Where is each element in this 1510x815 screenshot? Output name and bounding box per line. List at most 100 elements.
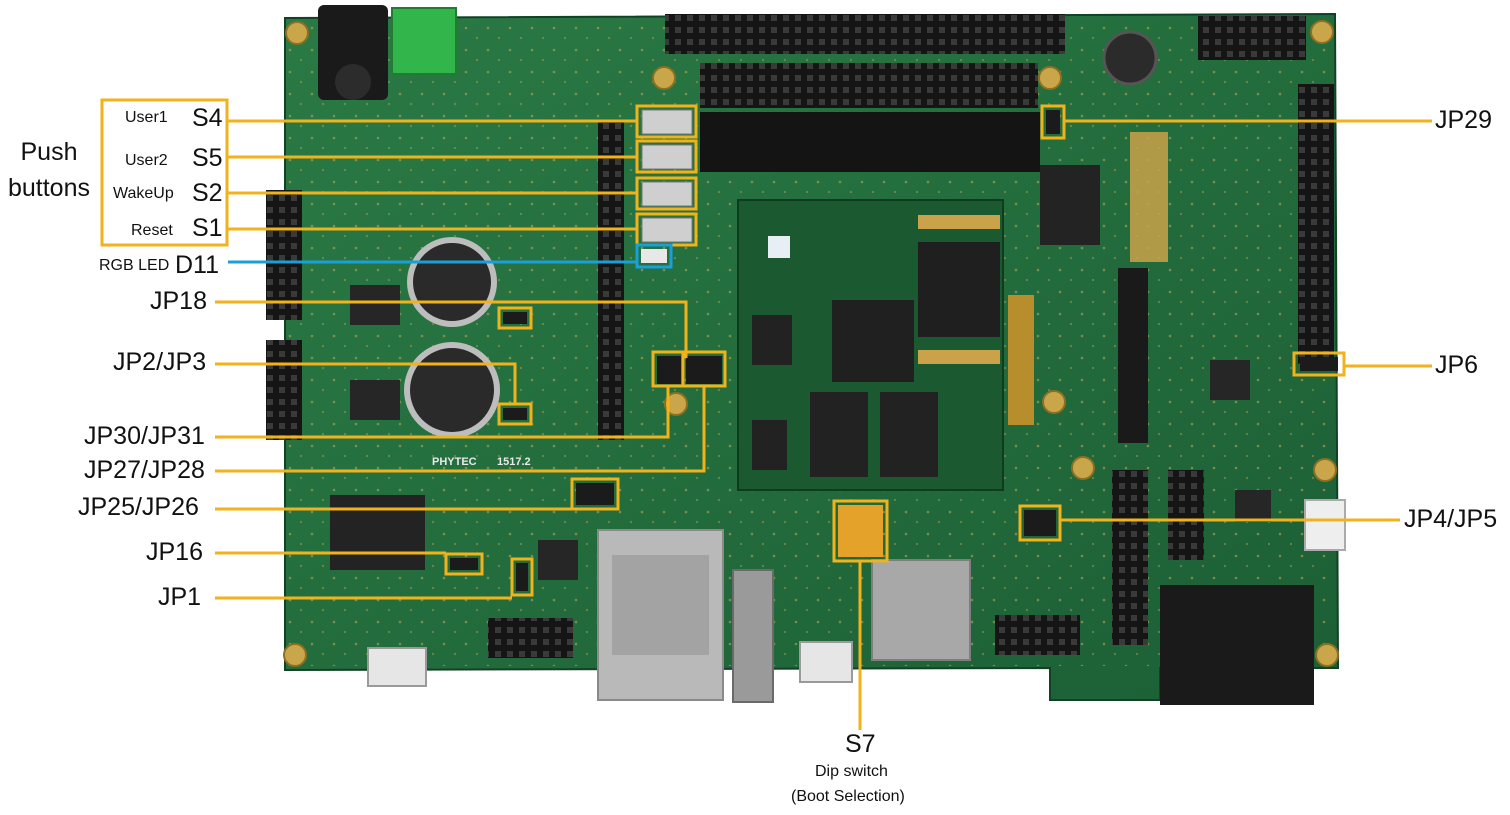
- header-x35: [995, 615, 1080, 655]
- som-cpu: [832, 300, 914, 382]
- som-pmic: [918, 242, 1000, 337]
- board-button-s1: [641, 217, 693, 243]
- som-chip: [752, 420, 787, 470]
- dip-desc-line1: Dip switch: [815, 763, 888, 780]
- micro-usb-debug: [367, 647, 427, 687]
- button-name-reset: Reset: [131, 222, 173, 239]
- audio-jack: [1262, 585, 1314, 705]
- header-x7: [700, 63, 1038, 108]
- button-ref-s4: S4: [192, 104, 223, 132]
- jumper-jp25-jp26: [576, 483, 614, 505]
- callout-box-jp6: [1292, 351, 1346, 377]
- push-buttons-label-line2: buttons: [7, 174, 90, 202]
- mounting-hole: [1310, 20, 1334, 44]
- ethernet-jack-face: [612, 555, 709, 655]
- leader-jp18: [215, 300, 688, 358]
- jumper-jp1: [516, 563, 528, 591]
- jumper-label-jp30-jp31: JP30/JP31: [84, 422, 205, 450]
- jumper-jp30-jp31: [657, 356, 681, 384]
- button-ref-s5: S5: [192, 144, 223, 172]
- jumper-jp29: [1046, 110, 1060, 134]
- power-jack-hole: [335, 64, 371, 100]
- header-x17: [700, 112, 1040, 172]
- mounting-hole: [1038, 66, 1062, 90]
- terminal-block: [391, 7, 457, 75]
- fpc-connector: [1130, 132, 1168, 262]
- ic: [1235, 490, 1271, 522]
- jumper-label-jp16: JP16: [146, 538, 203, 566]
- connector-x41: [1118, 268, 1148, 443]
- ic: [538, 540, 578, 580]
- jumper-jp6: [1300, 357, 1338, 371]
- led-ref: D11: [175, 251, 220, 279]
- led-name: RGB LED: [99, 257, 170, 274]
- button-ref-s1: S1: [192, 214, 223, 242]
- mounting-hole: [1042, 390, 1066, 414]
- led-d11: [641, 249, 667, 263]
- callouts: [100, 98, 1432, 730]
- board-button-s5: [641, 144, 693, 170]
- jumper-label-jp29: JP29: [1435, 106, 1492, 134]
- button-name-user2: User2: [125, 152, 168, 169]
- mounting-hole: [1071, 456, 1095, 480]
- jumper-label-jp25-jp26: JP25/JP26: [78, 493, 199, 521]
- ic: [1210, 360, 1250, 400]
- push-buttons-label: Push buttons: [0, 134, 98, 206]
- ic: [350, 285, 400, 325]
- button-name-wakeup: WakeUp: [113, 185, 174, 202]
- callout-box-jp16: [444, 552, 484, 576]
- button-name-user1: User1: [125, 109, 168, 126]
- dip-switch-body: [838, 505, 883, 557]
- jumper-jp4-jp5: [1024, 510, 1056, 536]
- inductor: [404, 342, 500, 438]
- jumper-label-jp2-jp3: JP2/JP3: [113, 348, 207, 376]
- callout-box-d11: [635, 243, 673, 269]
- board-brand: PHYTEC: [432, 456, 477, 468]
- header-d16: [266, 340, 302, 440]
- ic-u2: [1040, 165, 1100, 245]
- mounting-hole: [285, 21, 309, 45]
- connector-x5: [1304, 499, 1346, 551]
- som-connector: [918, 215, 1000, 229]
- header-x23: [1008, 295, 1034, 425]
- power-jack: [318, 5, 388, 100]
- jumper-jp2-jp3: [503, 408, 527, 420]
- callout-box-jp4-jp5: [1018, 504, 1062, 542]
- dip-ref-s7: S7: [845, 730, 876, 758]
- leader-jp27-jp28: [215, 386, 706, 473]
- audio-jack: [1212, 585, 1264, 705]
- mounting-hole: [283, 643, 307, 667]
- som-label-sticker: [768, 236, 790, 258]
- mounting-hole: [1313, 458, 1337, 482]
- inductor: [407, 237, 497, 327]
- som-connector: [918, 350, 1000, 364]
- jumper-label-jp18: JP18: [150, 287, 207, 315]
- pcb: PHYTEC 1517.2: [266, 5, 1346, 705]
- som-ram: [880, 392, 938, 477]
- jumper-label-jp1: JP1: [158, 583, 202, 611]
- header-x25: [1298, 84, 1334, 364]
- inductor-l4: [1102, 30, 1158, 86]
- micro-usb-otg: [799, 641, 853, 683]
- jumper-jp27-jp28: [686, 356, 722, 384]
- board-number: 1517.2: [497, 456, 531, 468]
- audio-jack: [1160, 585, 1212, 705]
- mounting-hole: [652, 66, 676, 90]
- callout-box-jp1: [510, 557, 534, 597]
- callout-box-jp25-jp26: [570, 477, 620, 511]
- header-x5vin: [266, 190, 302, 320]
- header-x26: [1168, 470, 1204, 560]
- ic: [350, 380, 400, 420]
- mounting-hole: [1315, 643, 1339, 667]
- push-buttons-label-line1: Push: [20, 138, 78, 166]
- leader-jp2-jp3: [215, 362, 517, 404]
- jumper-label-jp27-jp28: JP27/JP28: [84, 456, 205, 484]
- jumper-jp16: [450, 558, 478, 570]
- dip-desc-line2: (Boot Selection): [791, 788, 905, 805]
- led-callout: [228, 243, 673, 269]
- push-button-group-box: [100, 98, 229, 247]
- mounting-hole: [664, 392, 688, 416]
- usb-host: [732, 569, 774, 703]
- sd-card-slot: [871, 559, 971, 661]
